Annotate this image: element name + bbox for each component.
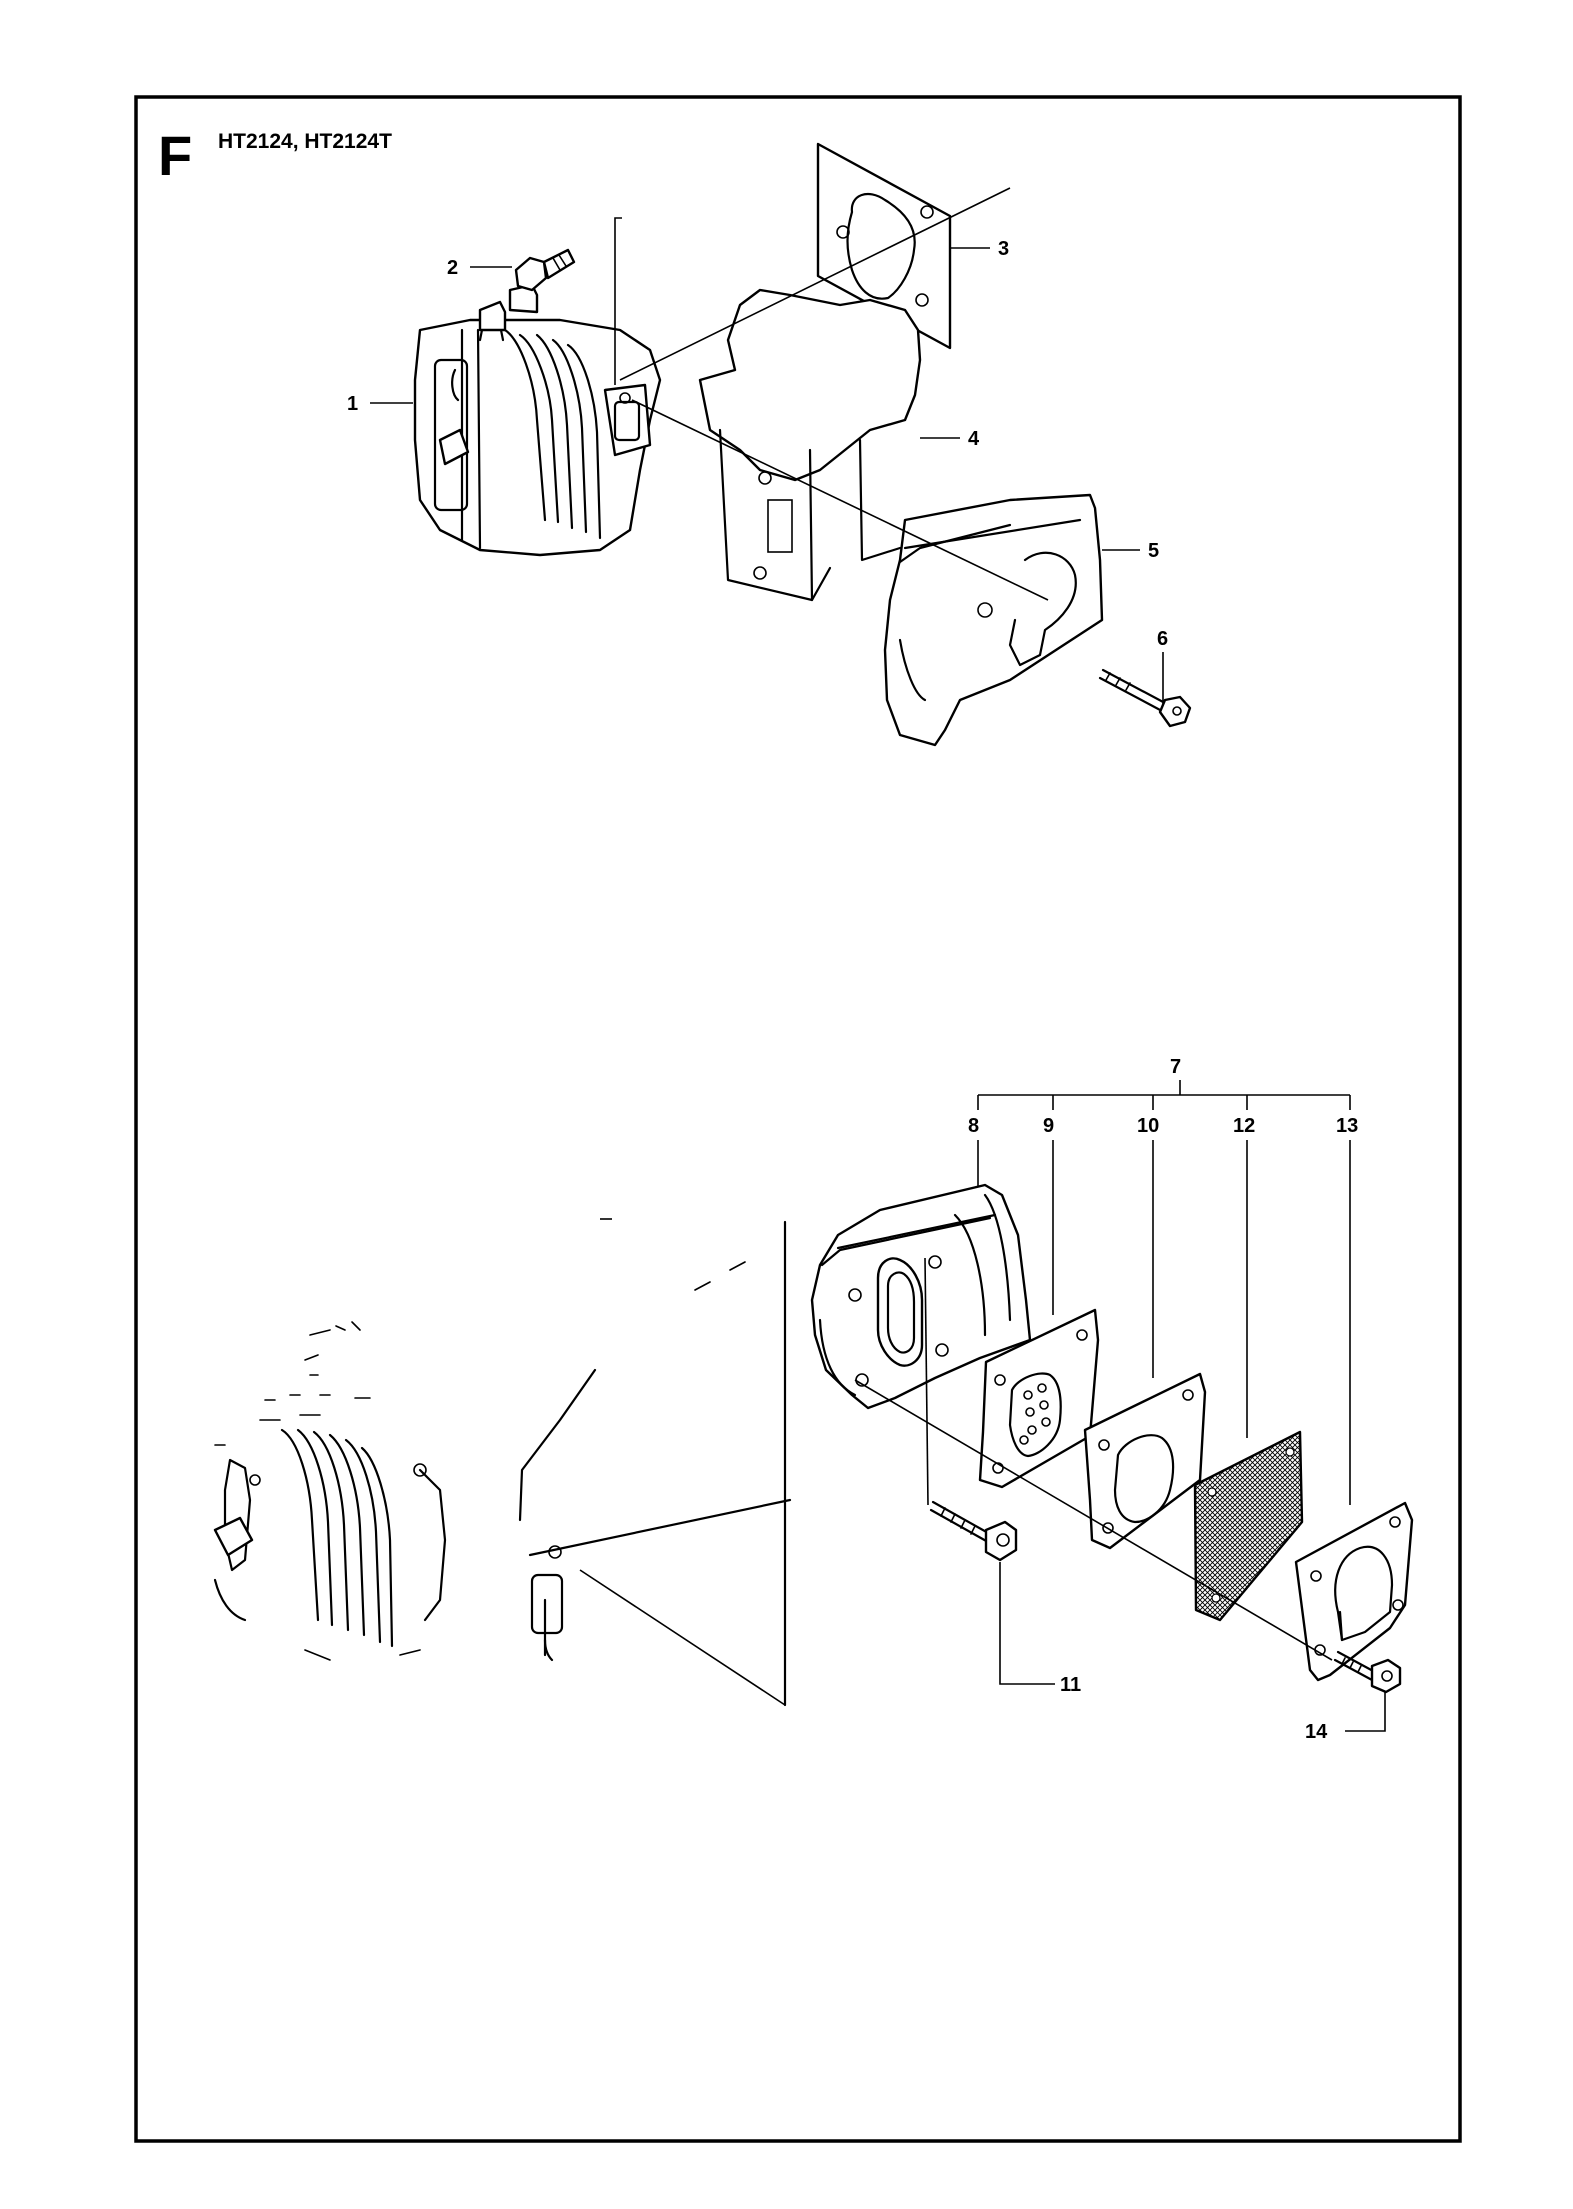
callout-7: 7 bbox=[1170, 1056, 1181, 1078]
spark-arrestor-screen bbox=[1193, 1430, 1304, 1622]
cylinder-screw bbox=[514, 248, 576, 292]
callout-2: 2 bbox=[447, 257, 458, 279]
muffler-bolt bbox=[1098, 668, 1192, 728]
callout-4: 4 bbox=[968, 428, 980, 450]
callout-14: 14 bbox=[1305, 1721, 1328, 1743]
baffle-plate bbox=[978, 1308, 1100, 1489]
callout-8: 8 bbox=[968, 1115, 979, 1137]
cover-screw bbox=[1333, 1650, 1402, 1694]
top-callout-leaders bbox=[370, 247, 1164, 705]
callout-13: 13 bbox=[1336, 1115, 1358, 1137]
callout-7-bracket bbox=[977, 1080, 1351, 1110]
muffler-body bbox=[883, 493, 1104, 747]
cylinder bbox=[413, 283, 662, 557]
heat-shield bbox=[698, 288, 922, 602]
ghost-gasket bbox=[579, 1220, 787, 1707]
callout-3: 3 bbox=[998, 238, 1009, 260]
top-assembly-lines bbox=[614, 187, 1049, 601]
bottom-callout-leaders bbox=[977, 1140, 1386, 1732]
callout-10: 10 bbox=[1137, 1115, 1159, 1137]
callout-11: 11 bbox=[1060, 1674, 1081, 1696]
callout-9: 9 bbox=[1043, 1115, 1054, 1137]
muffler-cover bbox=[1294, 1501, 1414, 1682]
model-label: HT2124, HT2124T bbox=[218, 130, 392, 153]
callout-12: 12 bbox=[1233, 1115, 1255, 1137]
callout-6: 6 bbox=[1157, 628, 1168, 650]
ghost-cylinder bbox=[213, 1321, 447, 1661]
callout-5: 5 bbox=[1148, 540, 1159, 562]
muffler-gasket bbox=[1083, 1372, 1207, 1550]
ghost-heat-shield bbox=[518, 1218, 792, 1662]
section-letter: F bbox=[158, 124, 192, 187]
bottom-assembly-lines bbox=[854, 1257, 1333, 1661]
housing-screw bbox=[929, 1500, 1018, 1562]
callout-1: 1 bbox=[347, 393, 358, 415]
diagram-frame bbox=[134, 95, 1462, 2143]
muffler-housing bbox=[810, 1183, 1032, 1410]
